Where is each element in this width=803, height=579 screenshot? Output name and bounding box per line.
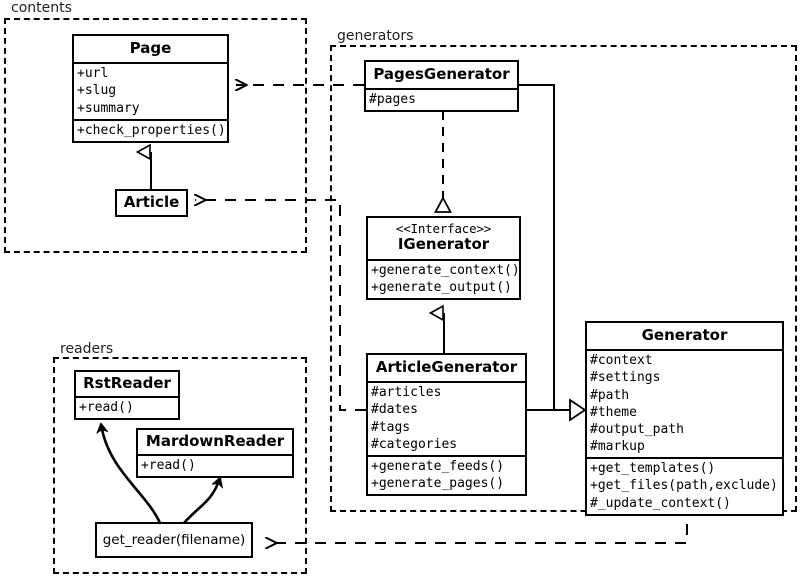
attribute: +slug bbox=[77, 83, 117, 99]
package-readers bbox=[53, 357, 307, 574]
class-pages-generator-title: PagesGenerator bbox=[373, 65, 510, 83]
attribute: #theme bbox=[590, 404, 637, 420]
attribute: +summary bbox=[77, 100, 140, 116]
class-article-generator-attributes: #articles #dates #tags #categories bbox=[368, 381, 525, 455]
operation: +get_files(path,exclude) bbox=[590, 478, 778, 494]
class-page-attributes: +url +slug +summary bbox=[74, 62, 227, 118]
attribute: #context bbox=[590, 353, 653, 369]
package-readers-label: readers bbox=[57, 341, 117, 357]
class-article-title: Article bbox=[123, 193, 180, 211]
operation: +generate_pages() bbox=[371, 476, 505, 492]
class-article[interactable]: Article bbox=[115, 189, 188, 218]
class-igenerator-name: IGenerator bbox=[397, 235, 490, 254]
package-generators bbox=[330, 45, 797, 512]
class-page-operations: +check_properties() bbox=[74, 118, 227, 141]
class-rst-reader-title: RstReader bbox=[83, 374, 171, 392]
class-mardown-reader-title: MardownReader bbox=[145, 432, 285, 450]
class-article-generator-operations: +generate_feeds() +generate_pages() bbox=[368, 454, 525, 494]
attribute: #tags bbox=[371, 419, 411, 435]
operation: +generate_feeds() bbox=[371, 458, 505, 474]
function-get-reader-label: get_reader(filename) bbox=[102, 532, 246, 548]
class-mardown-reader-operations: +read() bbox=[138, 454, 292, 476]
attribute: #output_path bbox=[590, 421, 684, 437]
operation: +read() bbox=[141, 458, 196, 474]
class-generator-operations: +get_templates() +get_files(path,exclude… bbox=[587, 457, 782, 513]
class-generator-attributes: #context #settings #path #theme #output_… bbox=[587, 349, 782, 457]
attribute: #articles bbox=[371, 385, 442, 401]
attribute: #markup bbox=[590, 439, 645, 455]
class-igenerator-operations: +generate_context() +generate_output() bbox=[368, 258, 520, 298]
class-pages-generator-attributes: #pages bbox=[366, 88, 517, 110]
attribute: #categories bbox=[371, 436, 458, 452]
operation: +generate_context() bbox=[371, 262, 520, 278]
class-article-generator[interactable]: ArticleGenerator #articles #dates #tags … bbox=[366, 353, 527, 497]
class-generator[interactable]: Generator #context #settings #path #them… bbox=[585, 321, 784, 516]
package-contents bbox=[4, 18, 307, 253]
class-igenerator[interactable]: <<Interface>> IGenerator +generate_conte… bbox=[366, 216, 521, 300]
operation: +get_templates() bbox=[590, 461, 716, 477]
attribute: +url bbox=[77, 66, 109, 82]
class-mardown-reader[interactable]: MardownReader +read() bbox=[136, 428, 294, 479]
attribute: #dates bbox=[371, 402, 418, 418]
class-article-generator-title: ArticleGenerator bbox=[375, 358, 518, 376]
package-contents-label: contents bbox=[8, 0, 75, 16]
class-rst-reader[interactable]: RstReader +read() bbox=[74, 370, 180, 421]
attribute: #settings bbox=[590, 370, 661, 386]
attribute: #pages bbox=[369, 92, 416, 108]
class-page-title: Page bbox=[129, 39, 172, 57]
function-get-reader[interactable]: get_reader(filename) bbox=[95, 522, 253, 558]
class-page[interactable]: Page +url +slug +summary +check_properti… bbox=[72, 34, 229, 143]
class-igenerator-stereotype: <<Interface>> bbox=[395, 221, 492, 236]
class-rst-reader-operations: +read() bbox=[76, 396, 178, 418]
operation: +generate_output() bbox=[371, 279, 512, 295]
package-generators-label: generators bbox=[334, 28, 417, 44]
operation: #_update_context() bbox=[590, 495, 731, 511]
class-pages-generator[interactable]: PagesGenerator #pages bbox=[364, 60, 519, 113]
attribute: #path bbox=[590, 387, 630, 403]
class-generator-title: Generator bbox=[641, 326, 728, 344]
operation: +check_properties() bbox=[77, 122, 226, 138]
operation: +read() bbox=[79, 400, 134, 416]
class-igenerator-title: <<Interface>> IGenerator bbox=[368, 218, 519, 259]
